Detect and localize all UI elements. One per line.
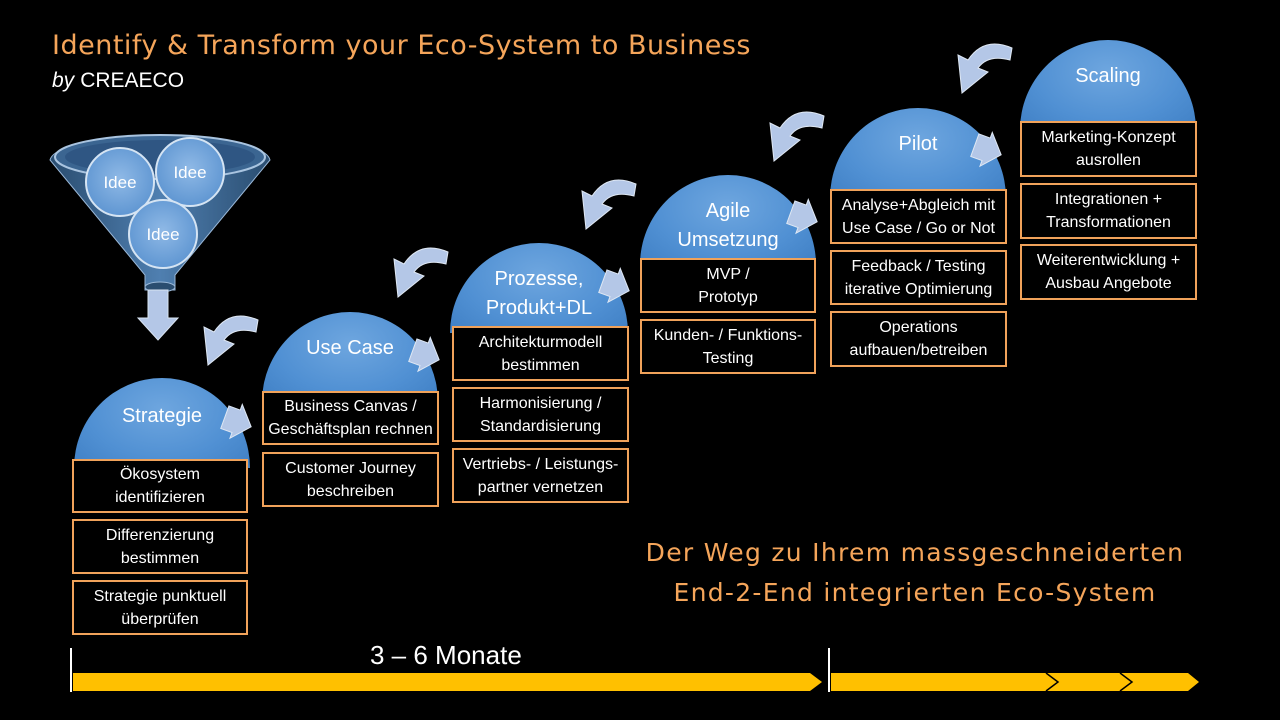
task-box: Marketing-Konzept ausrollen — [1020, 121, 1197, 177]
down-arrow-icon — [136, 289, 180, 341]
idea-bubble: Idee — [85, 147, 155, 217]
tagline-line-1: Der Weg zu Ihrem massgeschneiderten — [645, 538, 1185, 567]
stage-label: Agile Umsetzung — [677, 200, 779, 251]
tagline-line-2: End-2-End integrierten Eco-System — [673, 578, 1157, 607]
task-box: Vertriebs- / Leistungs- partner vernetze… — [452, 448, 629, 503]
by-label: by — [52, 69, 75, 92]
stage-label: Use Case — [306, 337, 394, 359]
idea-bubble-label: Idee — [173, 163, 206, 182]
curved-arrow-icon — [769, 111, 825, 162]
idea-bubble: Idee — [155, 137, 225, 207]
task-box: Operations aufbauen/betreiben — [830, 311, 1007, 367]
idea-bubble: Idee — [128, 199, 198, 269]
stage-label: Strategie — [121, 405, 203, 427]
stage-label: Prozesse, Produkt+DL — [485, 268, 593, 319]
pointer-arrow-icon — [598, 266, 630, 304]
task-box: Kunden- / Funktions- Testing — [640, 319, 816, 374]
curved-arrow-icon — [203, 315, 259, 366]
task-box: Weiterentwicklung + Ausbau Angebote — [1020, 244, 1197, 300]
brand-name: CREAECO — [80, 69, 185, 92]
stage-label: Pilot — [898, 133, 938, 155]
pointer-arrow-icon — [408, 335, 440, 373]
task-box: Feedback / Testing iterative Optimierung — [830, 250, 1007, 305]
idea-bubble-label: Idee — [103, 173, 136, 192]
task-box: Differenzierung bestimmen — [72, 519, 248, 574]
idea-bubble-label: Idee — [146, 225, 179, 244]
curved-arrow-icon — [957, 43, 1013, 94]
timeline-label: 3 – 6 Monate — [370, 640, 522, 670]
task-box: Integrationen + Transformationen — [1020, 183, 1197, 239]
pointer-arrow-icon — [786, 197, 818, 235]
task-box: Strategie punktuell überprüfen — [72, 580, 248, 635]
stage-label: Scaling — [1075, 65, 1141, 87]
task-box: Ökosystem identifizieren — [72, 459, 248, 513]
curved-arrow-icon — [581, 179, 637, 230]
task-box: Architekturmodell bestimmen — [452, 326, 629, 381]
task-box: Harmonisierung / Standardisierung — [452, 387, 629, 442]
curved-arrow-icon — [393, 247, 449, 298]
task-box: MVP / Prototyp — [640, 258, 816, 313]
task-box: Business Canvas / Geschäftsplan rechnen — [262, 391, 439, 445]
task-box: Customer Journey beschreiben — [262, 452, 439, 507]
stage-scaling: Scaling — [1020, 40, 1196, 130]
page-title: Identify & Transform your Eco-System to … — [52, 30, 751, 61]
task-box: Analyse+Abgleich mit Use Case / Go or No… — [830, 189, 1007, 244]
pointer-arrow-icon — [970, 130, 1002, 168]
pointer-arrow-icon — [220, 402, 252, 440]
timeline-bar — [70, 648, 1199, 692]
